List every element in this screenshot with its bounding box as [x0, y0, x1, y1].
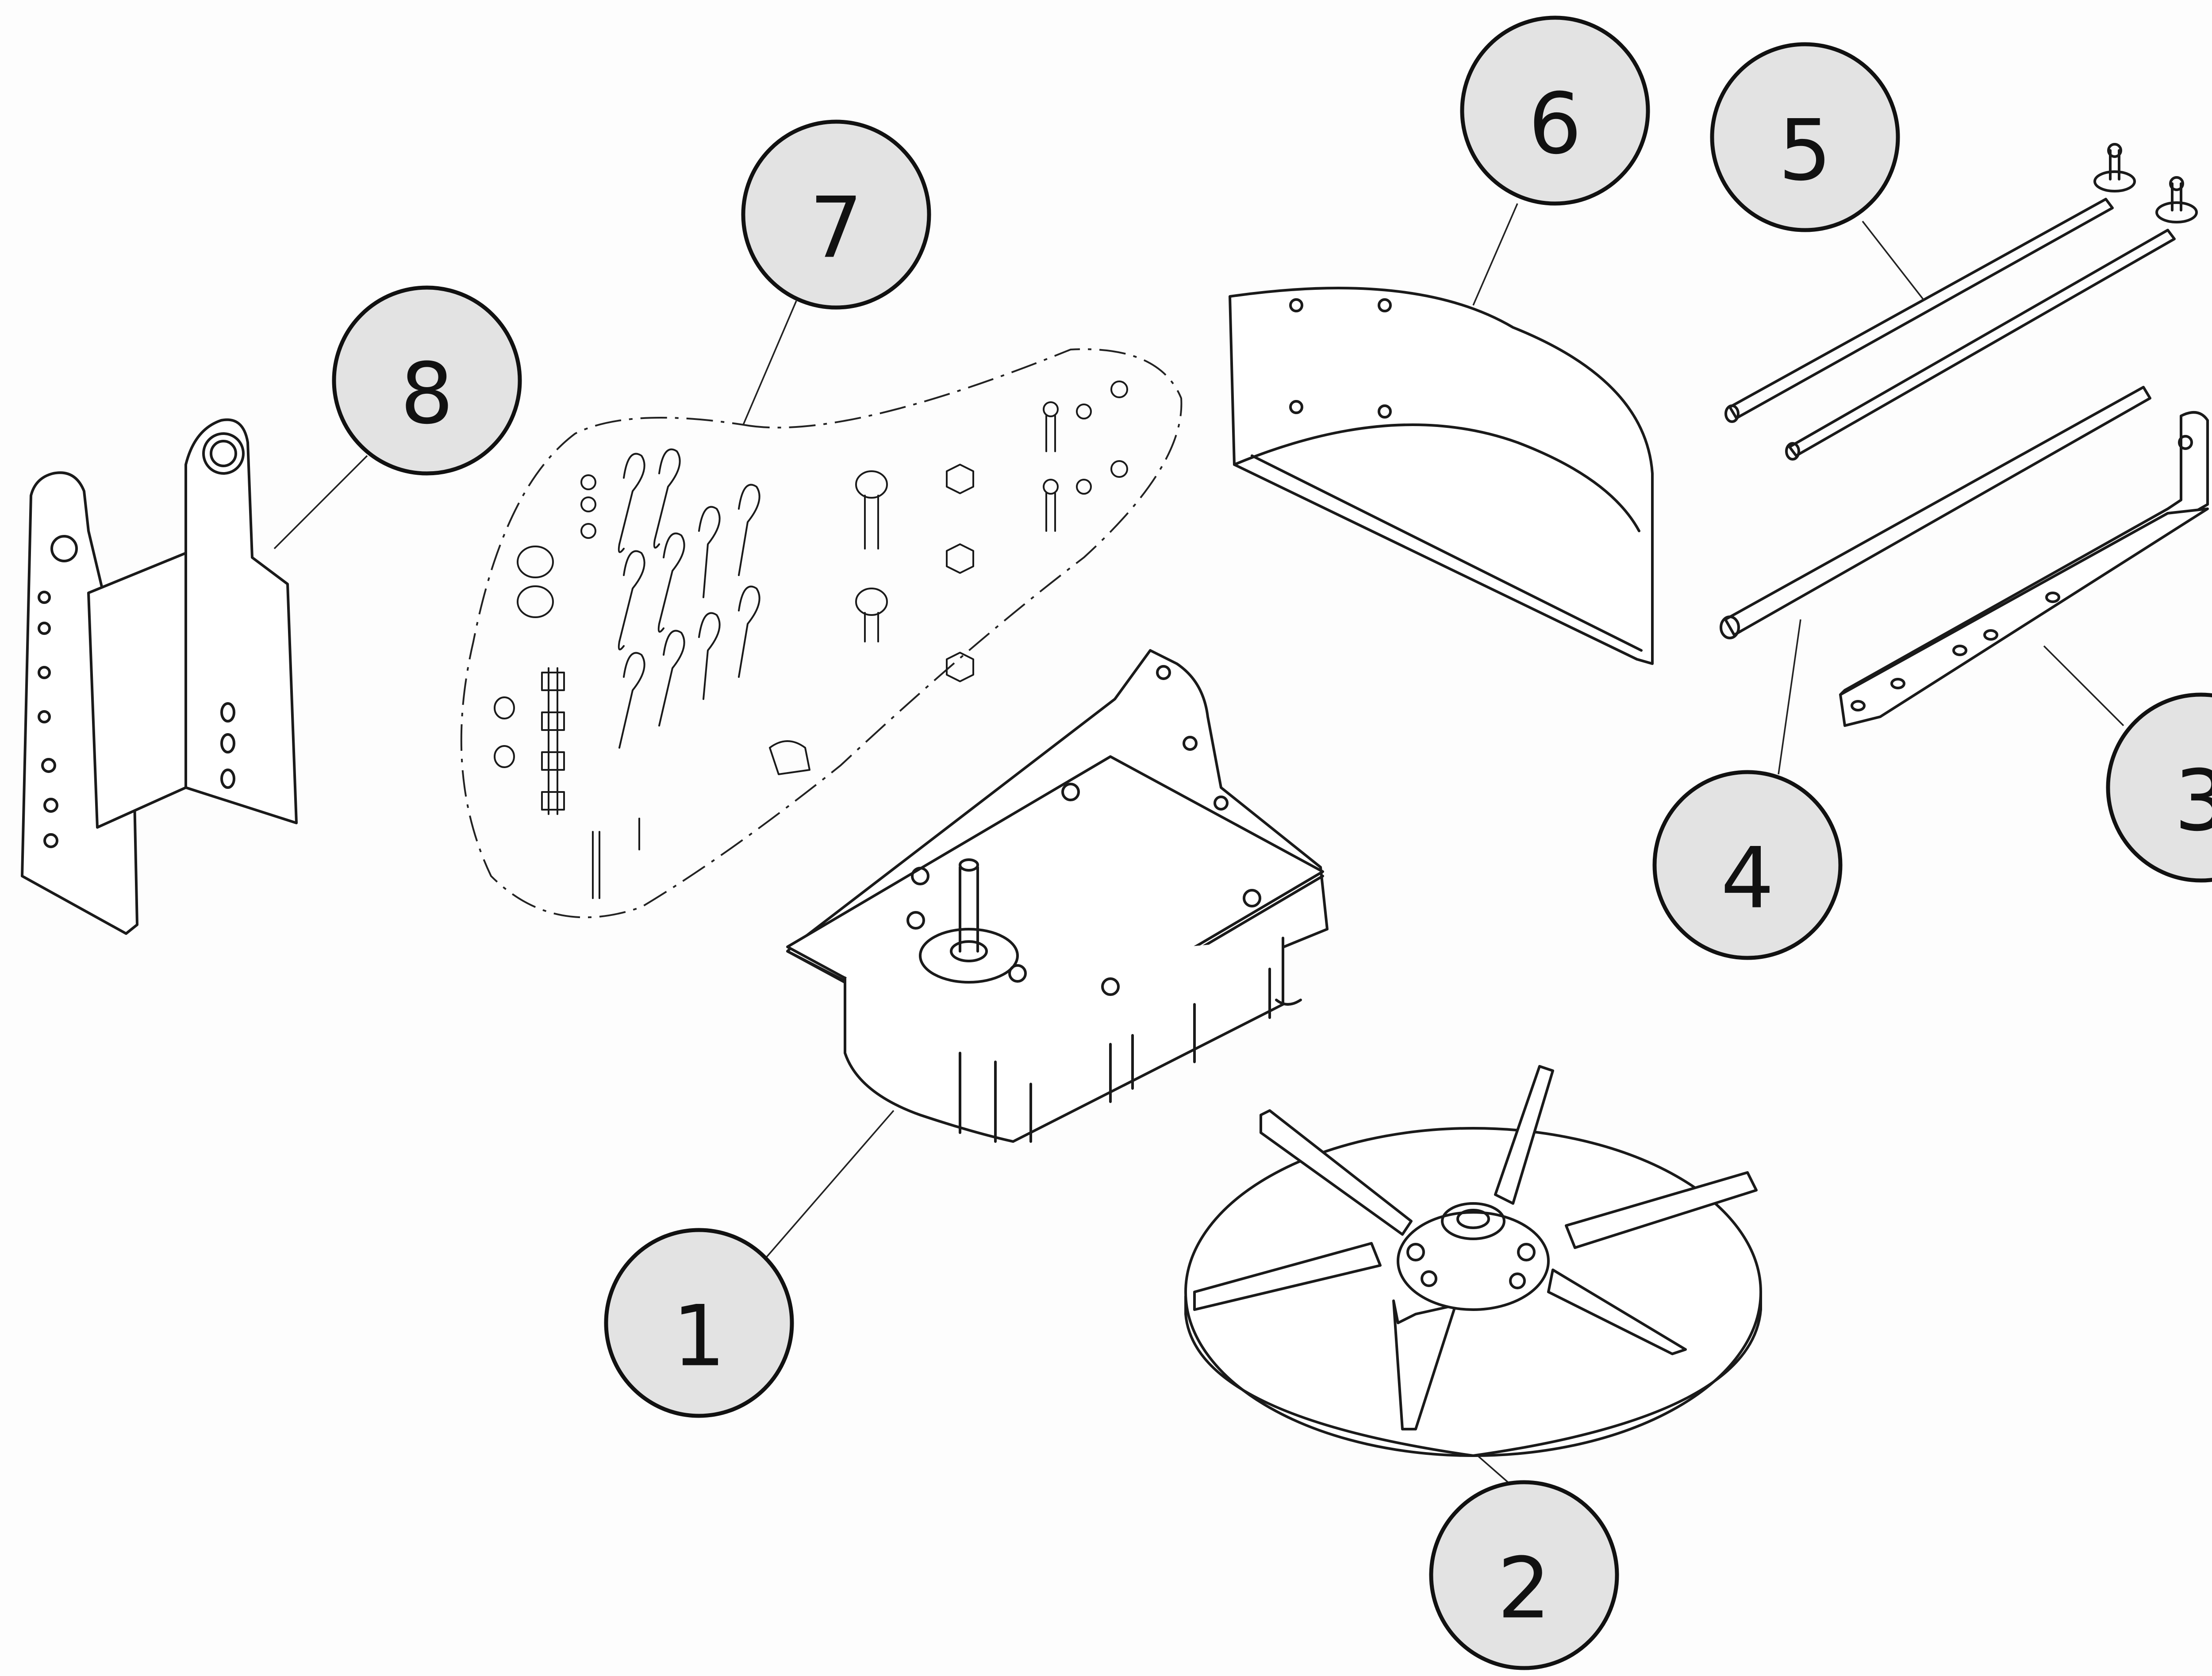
balloon-3-label: 3: [2174, 752, 2212, 850]
part-4-shaft-rod: [1720, 386, 2151, 639]
balloon-4-label: 4: [1721, 830, 1774, 927]
leader-lines: [273, 203, 2124, 1488]
part-2-spinner-disc: [1184, 1065, 1762, 1457]
part-3-flat-bracket: [1839, 411, 2209, 727]
balloon-3: 3: [2106, 692, 2212, 883]
balloon-7: 7: [741, 119, 931, 310]
part-6-spread-deflector: [1229, 287, 1654, 665]
balloon-8: 8: [332, 285, 522, 476]
balloon-2-label: 2: [1498, 1540, 1551, 1638]
balloon-1: 1: [604, 1228, 794, 1418]
part-1-gearbox-housing: [786, 649, 1329, 1143]
balloon-7-label: 7: [810, 179, 863, 277]
balloon-6-label: 6: [1528, 75, 1582, 173]
part-5-control-rods: [1724, 143, 2198, 461]
balloon-4: 4: [1652, 770, 1843, 960]
balloon-6: 6: [1460, 15, 1650, 206]
part-8-mounting-bracket: [21, 418, 298, 935]
balloon-2: 2: [1429, 1480, 1619, 1670]
balloon-5-label: 5: [1778, 102, 1832, 200]
balloon-5: 5: [1710, 42, 1900, 232]
balloon-8-label: 8: [400, 345, 454, 443]
balloon-1-label: 1: [672, 1288, 726, 1385]
part-7-hardware-kit: [460, 348, 1183, 919]
